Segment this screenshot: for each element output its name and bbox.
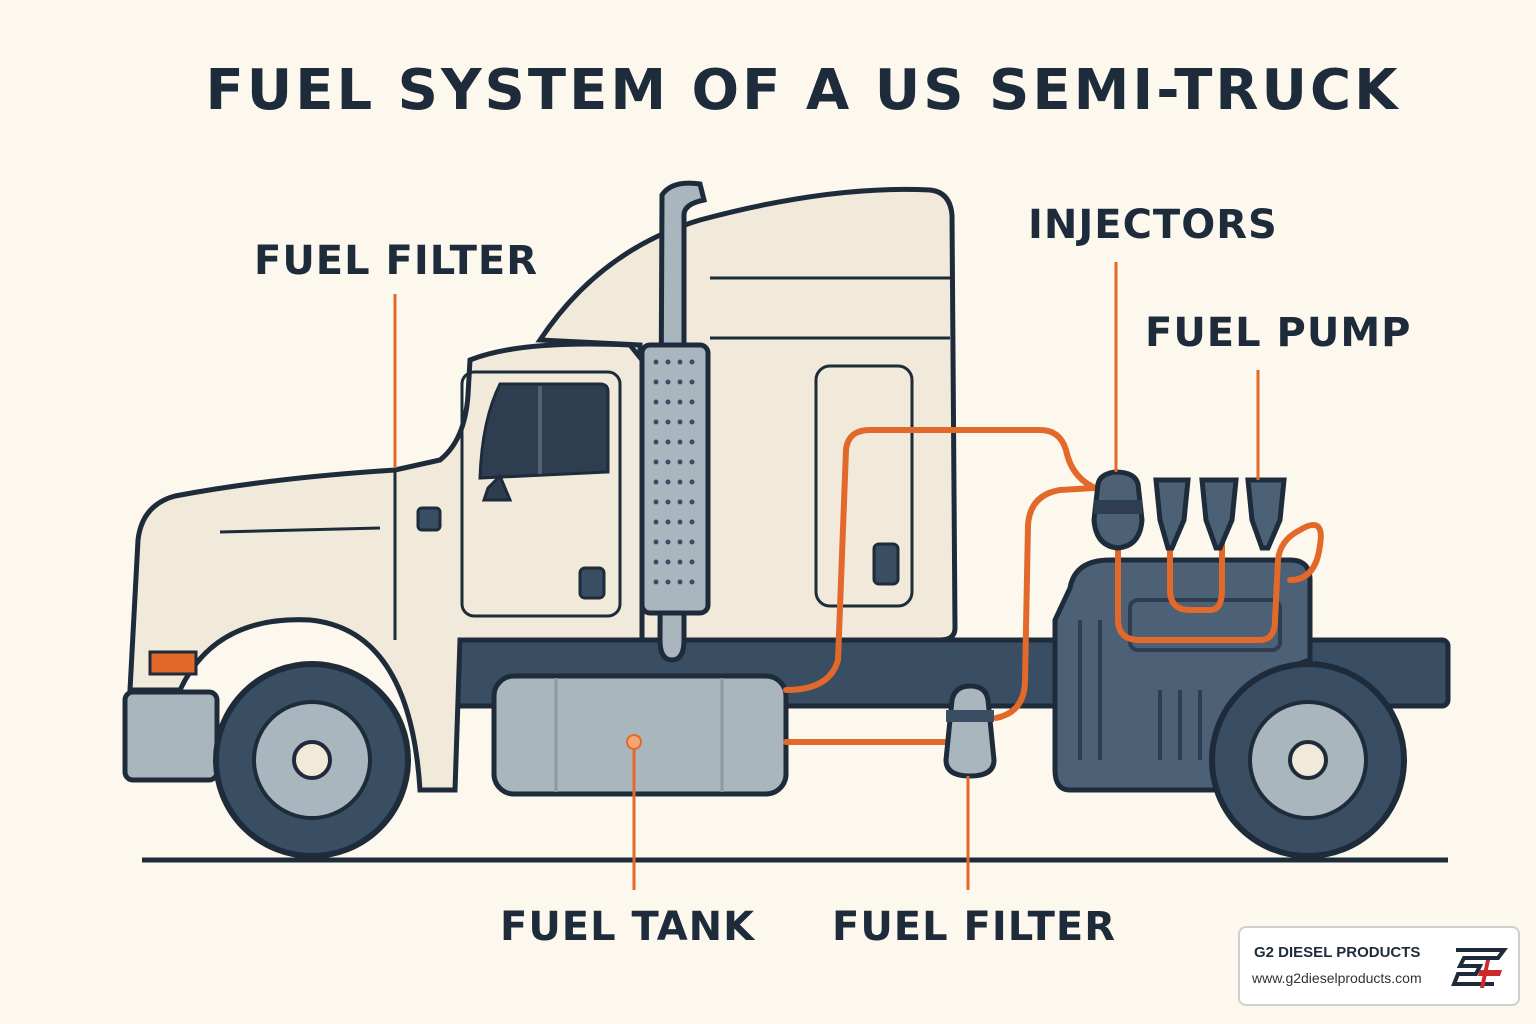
- cab-step: [416, 506, 442, 532]
- cab-window: [478, 382, 610, 480]
- injector-main: [1091, 469, 1145, 551]
- injector-1: [1153, 477, 1191, 551]
- secondary-fuel-filter: [943, 683, 997, 779]
- fuel-tank-marker: [626, 734, 642, 750]
- side-mirror: [481, 473, 513, 502]
- door-handle: [578, 566, 606, 600]
- headlight: [148, 650, 198, 676]
- brand-url: www.g2dieselproducts.com: [1252, 970, 1422, 986]
- fuel-pump-component: [1245, 477, 1287, 551]
- label-fuel-filter-top: FUEL FILTER: [254, 238, 539, 284]
- cab-door: [460, 370, 622, 618]
- g2-logo-mark-icon: [1451, 948, 1508, 988]
- label-fuel-filter-bottom: FUEL FILTER: [832, 904, 1117, 950]
- label-fuel-pump: FUEL PUMP: [1145, 310, 1412, 356]
- fuel-tank: [491, 673, 789, 797]
- diagram-title: FUEL SYSTEM OF A US SEMI-TRUCK: [205, 58, 1401, 123]
- leader-lines: [393, 262, 1260, 890]
- rear-wheel: [1209, 661, 1407, 859]
- exhaust-heat-shield: [639, 342, 711, 616]
- label-fuel-tank: FUEL TANK: [500, 904, 756, 950]
- sleeper-handle: [872, 542, 900, 586]
- front-bumper: [122, 689, 220, 783]
- injector-2: [1199, 477, 1239, 551]
- fuel-lines: [783, 427, 1324, 745]
- heat-shield-holes: [653, 359, 695, 585]
- front-wheel: [213, 661, 411, 859]
- brand-name: G2 DIESEL PRODUCTS: [1254, 944, 1421, 961]
- brand-logo: G2 DIESEL PRODUCTS www.g2dieselproducts.…: [1238, 926, 1520, 1006]
- label-injectors: INJECTORS: [1028, 202, 1278, 248]
- sleeper-door: [814, 364, 914, 608]
